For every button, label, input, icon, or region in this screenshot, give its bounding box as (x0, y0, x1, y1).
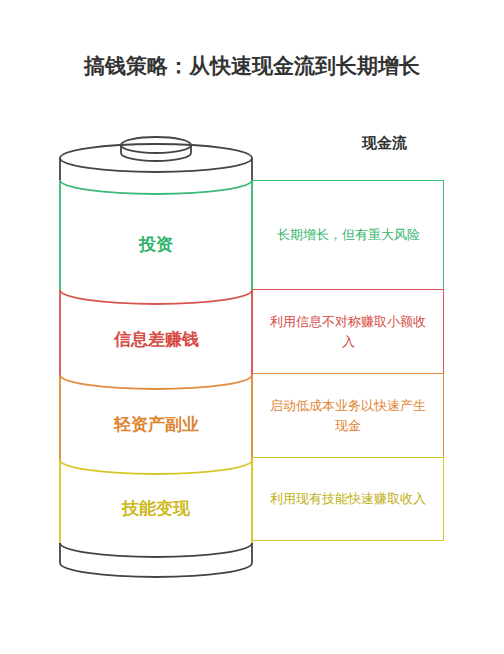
description-text: 利用信息不对称赚取小额收入 (267, 312, 429, 351)
band-label: 信息差赚钱 (114, 328, 199, 351)
description-text: 启动低成本业务以快速产生现金 (267, 396, 429, 435)
text-stack: 投资 (139, 233, 173, 256)
battery-band: 投资 (60, 194, 252, 294)
band-label: 投资 (139, 233, 173, 256)
battery-band: 轻资产副业 (60, 389, 252, 460)
text-stack: 利用现有技能快速赚取收入 (270, 489, 426, 509)
band-label: 轻资产副业 (114, 413, 199, 436)
text-stack: 信息差赚钱 (114, 328, 199, 351)
description-box: 利用现有技能快速赚取收入 (252, 457, 444, 541)
description-text: 利用现有技能快速赚取收入 (270, 489, 426, 509)
description-box: 利用信息不对称赚取小额收入 (252, 289, 444, 374)
band-label: 技能变现 (122, 497, 190, 520)
battery-band: 技能变现 (60, 474, 252, 543)
text-stack: 长期增长，但有重大风险 (277, 225, 420, 245)
text-stack: 利用信息不对称赚取小额收入 (267, 312, 429, 351)
text-stack: 启动低成本业务以快速产生现金 (267, 396, 429, 435)
description-box: 启动低成本业务以快速产生现金 (252, 373, 444, 458)
battery-band: 信息差赚钱 (60, 304, 252, 375)
diagram-title: 搞钱策略：从快速现金流到长期增长 (0, 52, 504, 80)
text-stack: 轻资产副业 (114, 413, 199, 436)
column-header: 现金流 (362, 134, 407, 153)
description-text: 长期增长，但有重大风险 (277, 225, 420, 245)
text-stack: 技能变现 (122, 497, 190, 520)
description-box: 长期增长，但有重大风险 (252, 180, 444, 290)
